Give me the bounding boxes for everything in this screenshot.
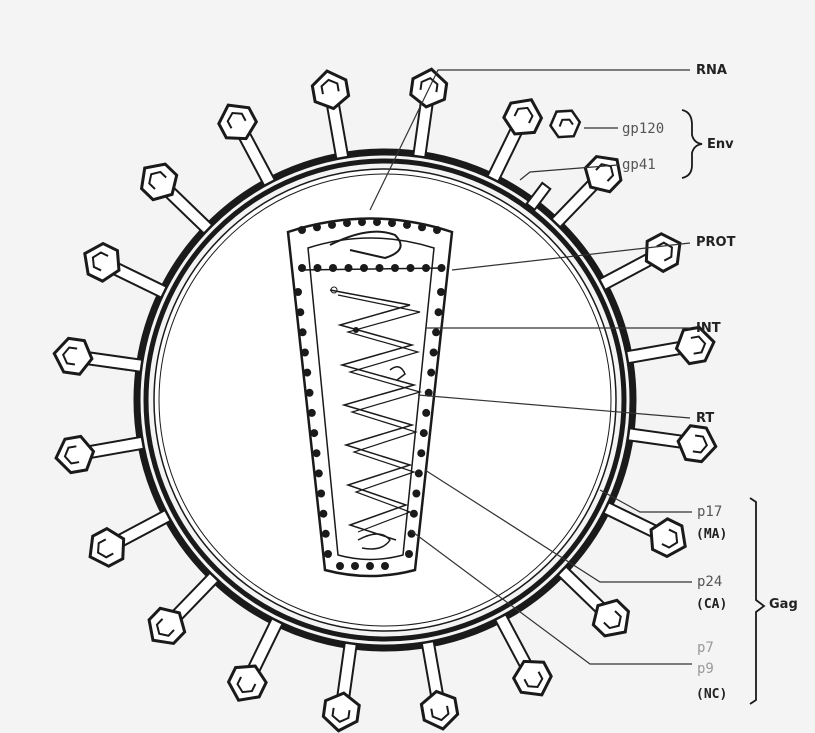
env-bracket <box>682 110 702 178</box>
capsid-dot <box>415 469 423 477</box>
gp120-spike <box>82 500 176 571</box>
capsid-dot <box>412 490 420 498</box>
capsid-dot <box>403 221 411 229</box>
label-ma: (MA) <box>696 528 727 541</box>
label-p9: p9 <box>697 662 714 676</box>
capsid-dot <box>313 449 321 457</box>
capsid-dot <box>438 264 446 272</box>
capsid-dot <box>373 218 381 226</box>
capsid-dot <box>324 550 332 558</box>
label-ca: (CA) <box>696 598 727 611</box>
capsid-dot <box>358 218 366 226</box>
capsid-dot <box>435 308 443 316</box>
gp120-spike <box>213 97 284 191</box>
capsid-dot <box>317 490 325 498</box>
capsid-dot <box>437 288 445 296</box>
capsid-dot <box>296 308 304 316</box>
capsid-dot <box>336 562 344 570</box>
label-p7: p7 <box>697 641 714 655</box>
capsid-dot <box>420 429 428 437</box>
capsid-dot <box>388 219 396 227</box>
label-rna: RNA <box>696 64 727 77</box>
gp120-spike <box>141 565 227 652</box>
capsid-dot <box>432 328 440 336</box>
label-gp41: gp41 <box>622 158 656 172</box>
capsid-dot <box>328 221 336 229</box>
capsid-dot <box>405 550 413 558</box>
capsid-dot <box>298 226 306 234</box>
gp120-spike <box>322 641 368 733</box>
label-prot: PROT <box>696 236 735 249</box>
label-env: Env <box>707 138 734 151</box>
gp120-spike <box>550 559 637 645</box>
capsid-dot <box>366 562 374 570</box>
gp120-legend-spike <box>546 104 585 143</box>
int-enzyme-mark <box>353 327 359 333</box>
capsid-dot <box>303 369 311 377</box>
gp120-spike <box>411 639 460 732</box>
capsid-dot <box>322 530 330 538</box>
capsid-dot <box>427 369 435 377</box>
gp120-spike <box>52 337 144 383</box>
capsid-dot <box>417 449 425 457</box>
capsid-dot <box>407 264 415 272</box>
gp120-spike <box>310 68 359 161</box>
capsid-dot <box>308 409 316 417</box>
capsid-dot <box>301 349 309 357</box>
gag-bracket <box>750 498 764 704</box>
gp120-spike <box>402 67 448 159</box>
capsid-dot <box>422 264 430 272</box>
capsid-dot <box>313 223 321 231</box>
capsid-dot <box>410 510 418 518</box>
label-int: INT <box>696 322 721 335</box>
gp120-spike <box>485 609 556 703</box>
label-rt: RT <box>696 412 714 425</box>
capsid-dot <box>351 562 359 570</box>
capsid-dot <box>306 389 314 397</box>
capsid-dot <box>298 264 306 272</box>
capsid-dot <box>343 219 351 227</box>
gp120-spike <box>544 148 630 235</box>
capsid-dot <box>329 264 337 272</box>
capsid-dot <box>430 349 438 357</box>
capsid-dot <box>319 510 327 518</box>
label-nc: (NC) <box>696 688 727 701</box>
capsid-dot <box>418 223 426 231</box>
capsid-dot <box>314 264 322 272</box>
capsid-dot <box>422 409 430 417</box>
label-p17: p17 <box>697 505 722 519</box>
label-gp120: gp120 <box>622 122 664 136</box>
capsid-dot <box>310 429 318 437</box>
capsid-dot <box>391 264 399 272</box>
label-p24: p24 <box>697 575 722 589</box>
gp120-spike <box>133 156 220 242</box>
capsid-dot <box>294 288 302 296</box>
gp120-spike <box>594 228 688 299</box>
capsid-dot <box>381 562 389 570</box>
gp120-spike <box>53 426 146 475</box>
label-gag: Gag <box>769 598 798 611</box>
capsid-dot <box>299 328 307 336</box>
capsid-dot <box>433 226 441 234</box>
capsid-dot <box>376 264 384 272</box>
capsid-dot <box>315 469 323 477</box>
capsid-dot <box>345 264 353 272</box>
capsid-dot <box>360 264 368 272</box>
